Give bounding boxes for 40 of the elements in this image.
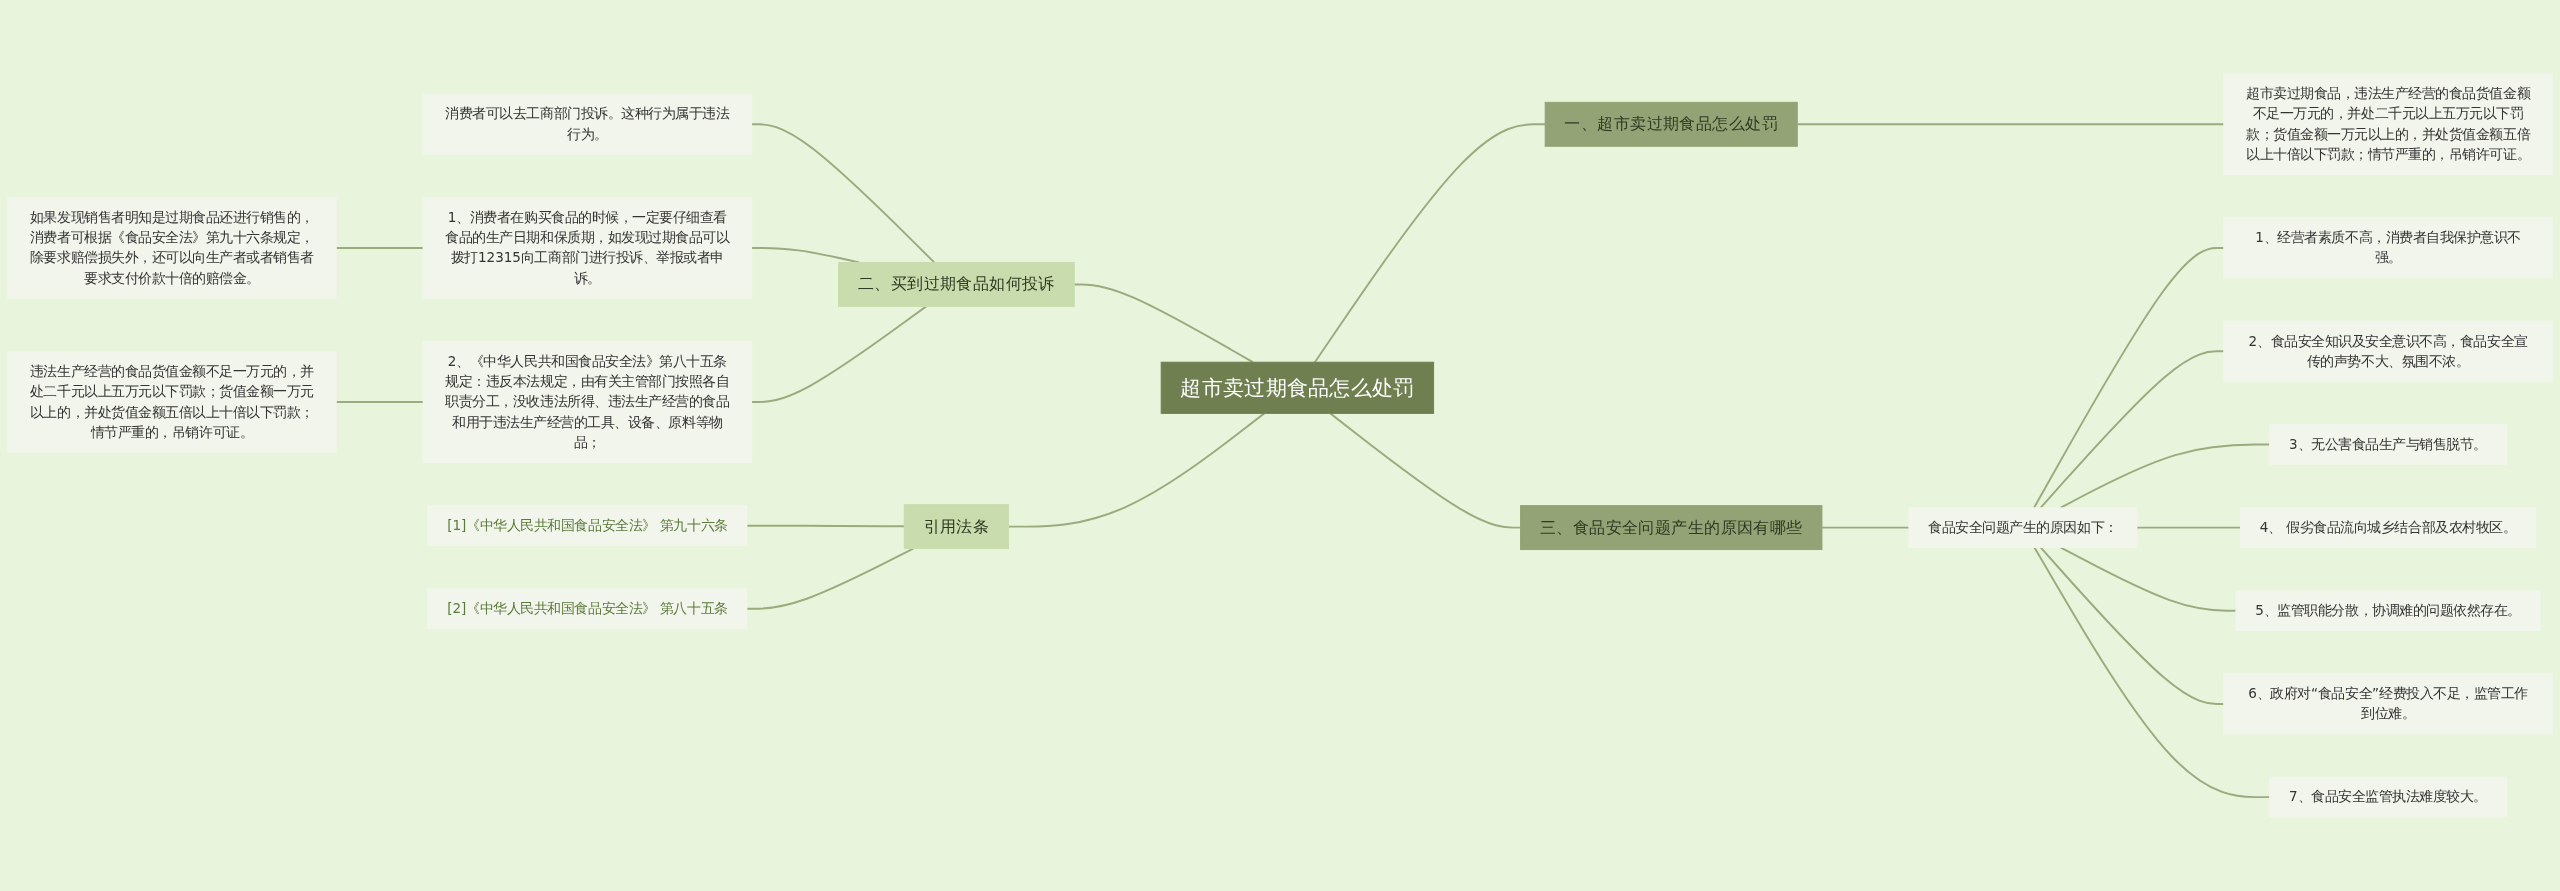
connector xyxy=(745,524,906,528)
node-box: [2]《中华人民共和国食品安全法》 第八十五条 xyxy=(427,588,748,630)
connector xyxy=(1329,412,1522,529)
connector xyxy=(750,123,936,264)
node-box: 6、政府对“食品安全”经费投入不足，监管工作到位难。 xyxy=(2223,673,2553,735)
connector xyxy=(750,305,928,403)
connector xyxy=(745,547,915,610)
node-box: 3、无公害食品生产与销售脱节。 xyxy=(2269,424,2507,465)
connector xyxy=(335,401,425,403)
node-box: 二、买到过期食品如何投诉 xyxy=(838,261,1075,307)
connector xyxy=(335,247,425,249)
node-box: 7、食品安全监管执法难度较大。 xyxy=(2269,776,2507,818)
connector xyxy=(1796,123,2225,126)
node-box: 超市卖过期食品，违法生产经营的食品货值金额不足一万元的，并处二千元以上五万元以下罚款；货值金额一万元以上的，并处货值金额五倍以上十倍以下罚款；情节严重的，吊销许可证。 xyxy=(2223,73,2553,175)
connector xyxy=(2033,546,2271,799)
node-box: 1、经营者素质不高，消费者自我保护意识不强。 xyxy=(2223,217,2553,279)
node-box: 2、食品安全知识及安全意识不高，食品安全宣传的声势不大、氛围不浓。 xyxy=(2223,320,2553,382)
node-box: 食品安全问题产生的原因如下： xyxy=(1908,507,2138,548)
connector xyxy=(2033,247,2225,509)
node-box: 违法生产经营的食品货值金额不足一万元的，并处二千元以上五万元以下罚款；货值金额一万元以上的，并处货值金额五倍以上十倍以下罚款；情节严重的，吊销许可证。 xyxy=(7,351,337,453)
connector xyxy=(1073,283,1254,364)
connector xyxy=(1007,412,1266,528)
connector xyxy=(1313,123,1547,364)
connector xyxy=(2059,443,2271,509)
node-box: 1、消费者在购买食品的时候，一定要仔细查看食品的生产日期和保质期，如发现过期食品可以拨打12315向工商部门进行投诉、举报或者申诉。 xyxy=(422,197,753,299)
connector xyxy=(2039,546,2225,705)
connector xyxy=(2135,526,2242,529)
node-box: 三、食品安全问题产生的原因有哪些 xyxy=(1520,505,1823,551)
node-box: 引用法条 xyxy=(903,504,1010,550)
node-box: [1]《中华人民共和国食品安全法》 第九十六条 xyxy=(427,505,748,546)
node-box: 超市卖过期食品怎么处罚 xyxy=(1160,361,1435,414)
connector xyxy=(2039,350,2225,509)
connector xyxy=(1821,526,1910,529)
node-box: 如果发现销售者明知是过期食品还进行销售的，消费者可根据《食品安全法》第九十六条规定，除要求赔偿损失外，还可以向生产者或者销售者要求支付价款十倍的赔偿金。 xyxy=(7,197,337,299)
node-box: 5、监管职能分散，协调难的问题依然存在。 xyxy=(2235,590,2541,631)
node-box: 4、 假劣食品流向城乡结合部及农村牧区。 xyxy=(2240,507,2537,548)
node-box: 一、超市卖过期食品怎么处罚 xyxy=(1544,101,1798,147)
connector xyxy=(2059,546,2237,612)
node-box: 消费者可以去工商部门投诉。这种行为属于违法行为。 xyxy=(422,93,753,155)
node-box: 2、《中华人民共和国食品安全法》第八十五条规定：违反本法规定，由有关主管部门按照各自职责分工，没收违法所得、违法生产经营的食品和用于违法生产经营的工具、设备、原料等物品； xyxy=(422,341,753,463)
